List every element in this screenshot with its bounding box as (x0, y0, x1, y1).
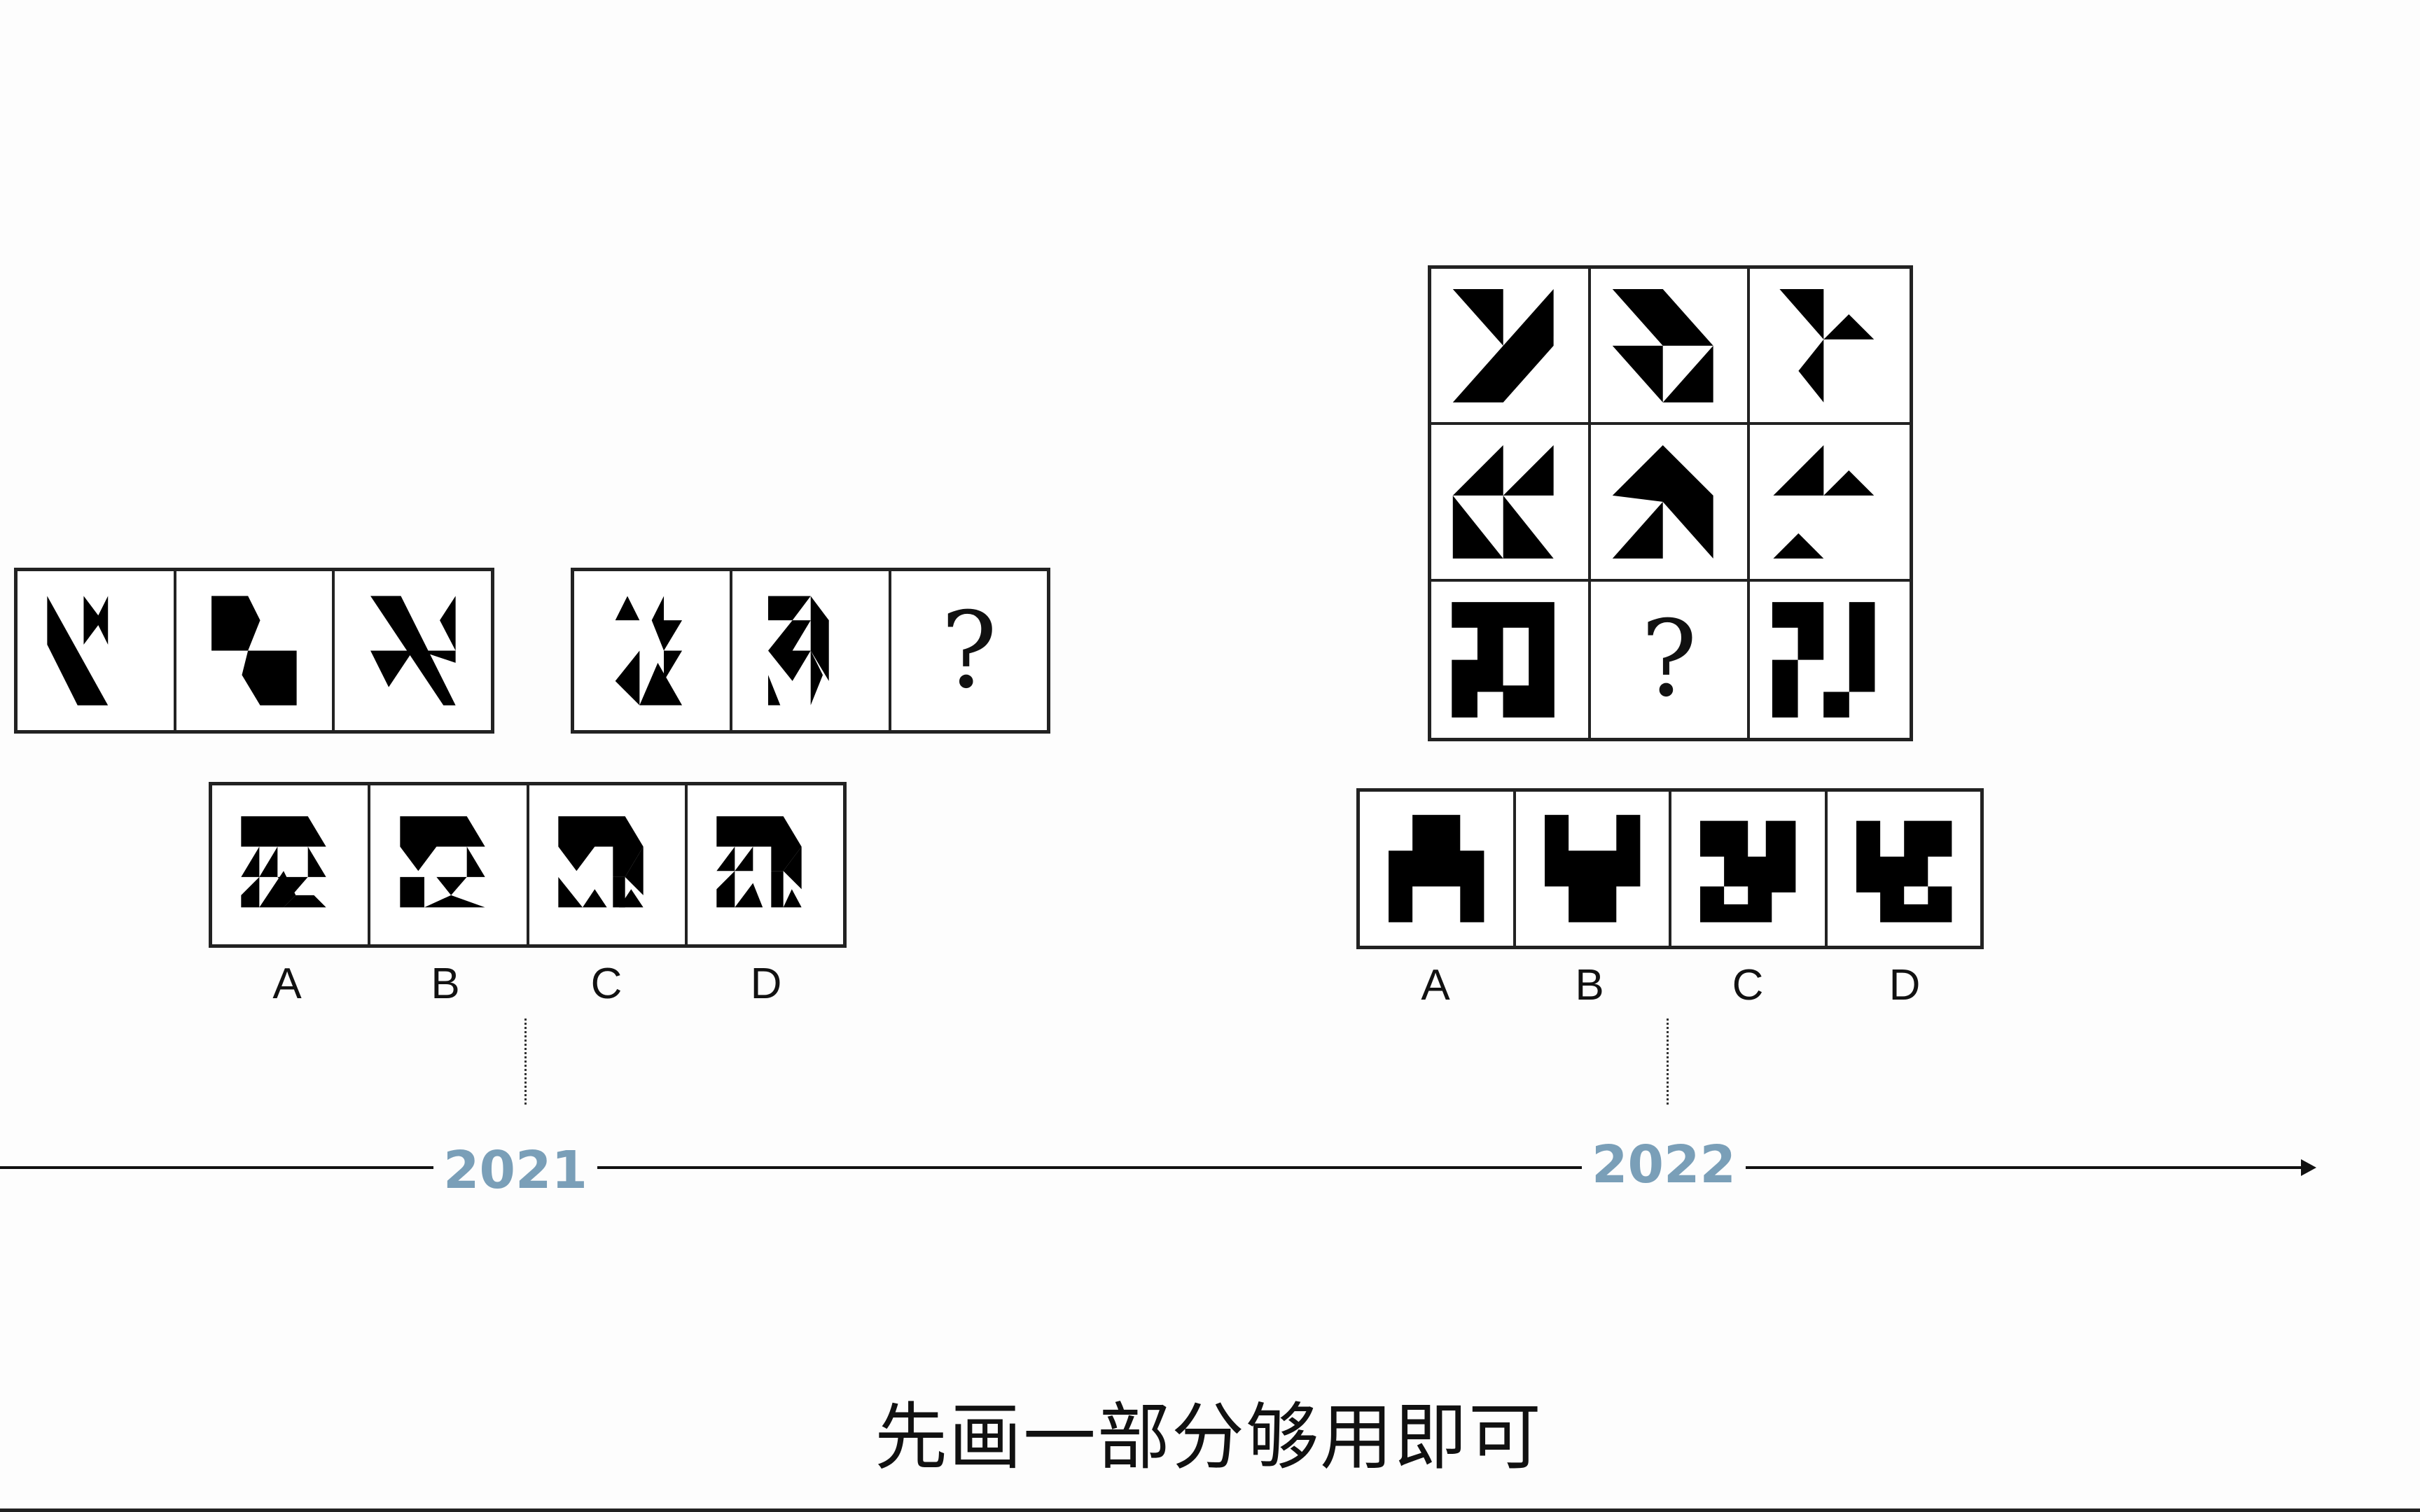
year-label-2021: 2021 (433, 1140, 597, 1200)
option-b-cell[interactable] (370, 785, 529, 944)
option-a-label: A (1421, 961, 1450, 1009)
option-a-cell[interactable] (1360, 792, 1516, 946)
figure-shape-icon (1779, 288, 1875, 402)
figure-cell (732, 571, 891, 730)
option-c-label: C (590, 960, 623, 1008)
option-figure-icon (400, 816, 485, 908)
option-figure-icon (241, 816, 327, 908)
figure-shape-icon (1452, 445, 1554, 559)
option-b-label: B (1575, 961, 1604, 1009)
question-mark: ? (1641, 598, 1697, 721)
option-b-label: B (431, 960, 460, 1008)
figure-shape-icon (211, 596, 297, 706)
timeline-axis (0, 1166, 2304, 1169)
figure-shape-icon (370, 596, 456, 706)
grid-cell (1431, 581, 1591, 738)
puzzle-2021-group-1 (14, 568, 494, 734)
option-figure-icon (558, 816, 644, 908)
option-a-label: A (272, 960, 302, 1008)
connector-2022 (1667, 1018, 1669, 1105)
puzzle-2022-grid: ? (1428, 265, 1913, 741)
figure-shape-icon (1773, 445, 1875, 559)
grid-cell (1431, 269, 1591, 426)
option-figure-icon (1856, 820, 1952, 923)
option-figure-icon (1700, 820, 1796, 923)
figure-shape-icon (1612, 445, 1713, 559)
figure-shape-icon (767, 596, 829, 706)
figure-cell (176, 571, 335, 730)
connector-2021 (524, 1018, 527, 1105)
puzzle-2022-options (1356, 788, 1984, 949)
year-label-2022: 2022 (1582, 1135, 1746, 1195)
figure-cell (18, 571, 176, 730)
figure-cell (574, 571, 733, 730)
figure-shape-icon (1772, 601, 1875, 718)
figure-shape-icon (616, 596, 683, 706)
figure-cell (335, 571, 491, 730)
puzzle-2021-group-2: ? (571, 568, 1050, 734)
option-figure-icon (1544, 815, 1640, 923)
grid-cell (1750, 425, 1910, 582)
option-c-cell[interactable] (529, 785, 688, 944)
figure-shape-icon (1612, 288, 1713, 402)
option-d-label: D (750, 960, 782, 1008)
figure-shape-icon (1452, 601, 1555, 718)
option-c-label: C (1732, 961, 1764, 1009)
option-b-cell[interactable] (1516, 792, 1671, 946)
grid-cell (1431, 425, 1591, 582)
grid-cell (1750, 269, 1910, 426)
option-a-cell[interactable] (212, 785, 371, 944)
option-d-cell[interactable] (1828, 792, 1981, 946)
figure-shape-icon (1452, 288, 1554, 402)
grid-cell (1750, 582, 1910, 738)
question-cell: ? (1591, 581, 1751, 738)
puzzle-2021-options (209, 782, 847, 948)
subtitle-caption: 先画一部分够用即可 (874, 1394, 1543, 1480)
question-mark: ? (940, 589, 998, 712)
option-figure-icon (716, 816, 802, 908)
option-d-label: D (1889, 961, 1921, 1009)
bottom-border (0, 1508, 2420, 1512)
grid-cell (1590, 425, 1751, 582)
option-d-cell[interactable] (688, 785, 843, 944)
option-figure-icon (1389, 815, 1484, 923)
timeline-arrow-icon (2301, 1159, 2316, 1176)
figure-shape-icon (46, 596, 108, 706)
question-cell: ? (891, 571, 1047, 730)
option-c-cell[interactable] (1671, 792, 1828, 946)
grid-cell (1590, 269, 1751, 426)
